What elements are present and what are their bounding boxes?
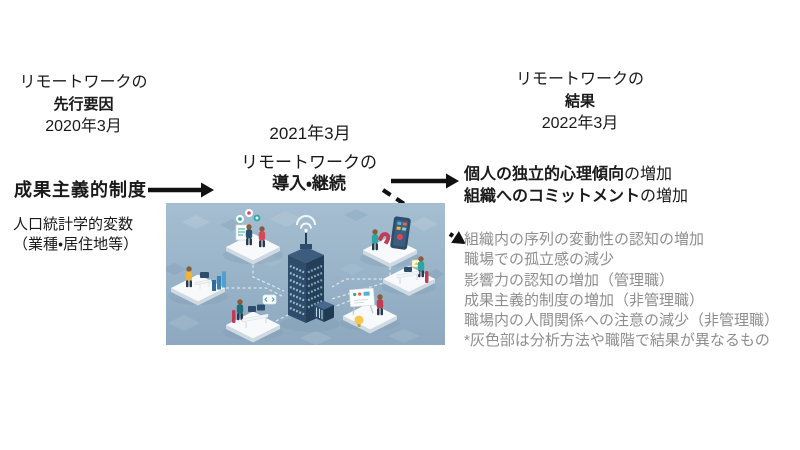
adoption-line2: 導入・継続	[272, 174, 346, 193]
phase-outcome-header: リモートワークの 結果 2022年3月	[500, 69, 660, 135]
phase-outcome-line2: 結果	[564, 93, 595, 110]
platform-mobile-app	[360, 216, 420, 268]
mixed-outcome-line: 影響力の認知の増加（管理職）	[464, 271, 675, 289]
adoption-line1: リモートワークの	[241, 153, 377, 172]
significant-outcome-line: 組織へのコミットメントの増加	[464, 186, 688, 208]
platform-team-call	[223, 209, 283, 265]
platform-reading-desk	[382, 256, 436, 296]
phase-outcome-line1: リモートワークの	[515, 71, 644, 88]
phase-antecedent-header: リモートワークの 先行要因 2020年3月	[6, 72, 161, 138]
significant-outcome-strong: 組織へのコミットメント	[464, 188, 641, 205]
phase-adoption-date: 2021年3月	[269, 124, 351, 143]
adoption-label: リモートワークの 導入・継続	[233, 152, 385, 195]
control-variables-line2: （業種・居住地等）	[13, 236, 139, 253]
office-building	[280, 215, 340, 332]
platform-standing-desk	[168, 266, 228, 306]
control-variables-label: 人口統計学的変数 （業種・居住地等）	[13, 215, 138, 255]
phase-antecedent-line1: リモートワークの	[19, 74, 148, 91]
significant-outcome-rest: の増加	[624, 166, 673, 183]
phase-antecedent-date: 2020年3月	[45, 118, 122, 135]
main-factor-label: 成果主義的制度	[14, 180, 147, 200]
mixed-outcome-line: 成果主義的制度の増加（非管理職）	[464, 291, 705, 309]
arrow-adoption-to-outcomes	[391, 173, 459, 189]
floor-tiles	[166, 209, 445, 345]
magnet-icon	[377, 232, 391, 245]
phase-outcome-date: 2022年3月	[541, 115, 619, 132]
significant-outcomes: 個人の独立的心理傾向の増加 組織へのコミットメントの増加	[464, 164, 688, 208]
wifi-icon	[296, 215, 316, 229]
significant-outcome-rest: の増加	[640, 188, 689, 205]
arrow-factor-to-adoption	[148, 182, 214, 198]
gray-footnote: *灰色部は分析方法や職階で結果が異なるもの	[464, 332, 770, 350]
platform-dev-desk	[223, 294, 283, 343]
control-variables-line1: 人口統計学的変数	[13, 216, 134, 233]
lightbulb-icon	[354, 315, 364, 325]
remote-work-illustration	[166, 203, 445, 345]
significant-outcome-line: 個人の独立的心理傾向の増加	[464, 164, 688, 186]
platform-whiteboard	[340, 287, 400, 334]
mixed-outcome-line: 職場内の人間関係への注意の減少（非管理職）	[464, 312, 780, 330]
antenna	[305, 233, 307, 247]
mixed-outcomes: 組織内の序列の変動性の認知の増加 職場での孤立感の減少 影響力の認知の増加（管理…	[464, 230, 779, 352]
phase-antecedent-line2: 先行要因	[53, 96, 114, 113]
significant-outcome-strong: 個人の独立的心理傾向	[464, 166, 625, 183]
mixed-outcome-line: 組織内の序列の変動性の認知の増加	[464, 231, 705, 248]
mixed-outcome-line: 職場での孤立感の減少	[464, 251, 615, 269]
